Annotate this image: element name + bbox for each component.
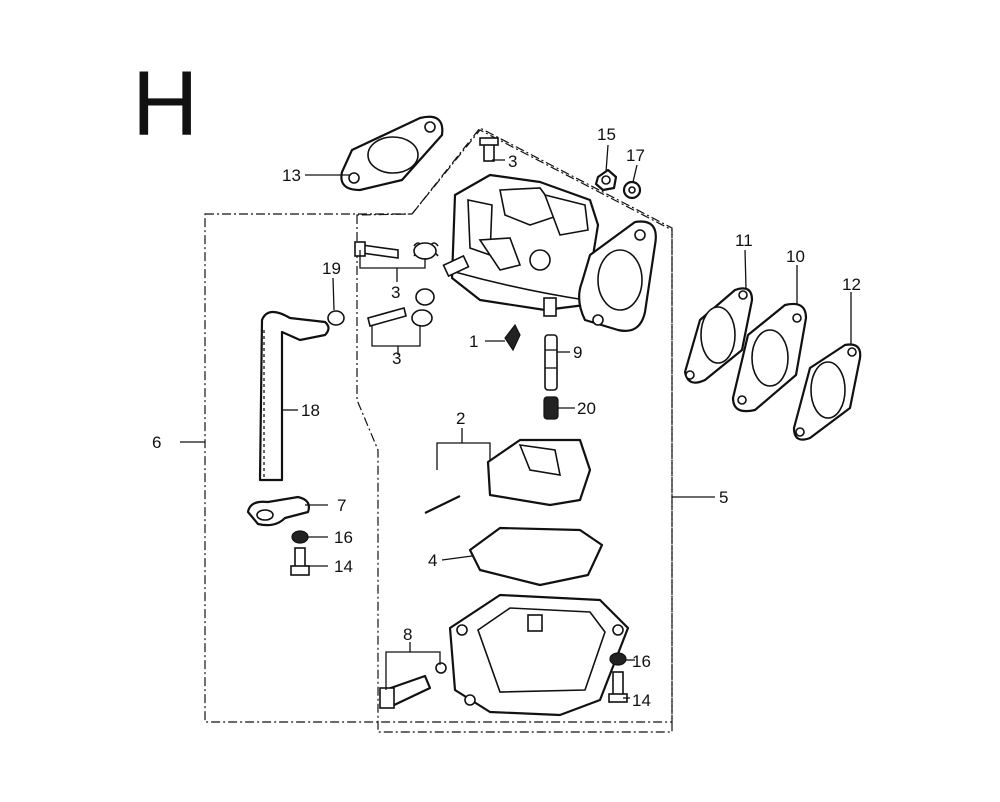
gasket-11 [683, 287, 754, 384]
callout-13: 13 [282, 166, 301, 185]
drain-screw-8 [379, 662, 447, 709]
carburetor-flange [578, 220, 657, 332]
nut-15 [594, 168, 618, 192]
carburetor-body [442, 173, 600, 317]
pilot-screw-set-lower [367, 288, 435, 327]
float-2 [424, 438, 592, 514]
callout-10: 10 [786, 247, 805, 266]
spring-20 [543, 396, 559, 420]
callout-7: 7 [337, 496, 346, 515]
assembly-boundary-outer [204, 127, 673, 723]
callout-17: 17 [626, 146, 645, 165]
callout-2: 2 [456, 409, 465, 428]
float-chamber [448, 593, 630, 717]
screw-3-top [479, 137, 499, 162]
callout-20: 20 [577, 399, 596, 418]
clamp-19 [327, 310, 345, 326]
callout-5: 5 [719, 488, 728, 507]
washer-17 [622, 180, 642, 200]
washer-16-right [609, 652, 627, 666]
pilot-screw-set-upper [354, 241, 439, 260]
callout-15: 15 [597, 125, 616, 144]
bracket-7 [246, 495, 310, 527]
assembly-boundary-inner [356, 129, 673, 733]
callout-12: 12 [842, 275, 861, 294]
leader-lines [180, 144, 852, 699]
section-letter: H [132, 53, 198, 155]
callout-3-middle: 3 [391, 283, 400, 302]
callout-9: 9 [573, 343, 582, 362]
gasket-12 [792, 343, 862, 441]
callout-1: 1 [469, 332, 478, 351]
callout-14-right: 14 [632, 691, 651, 710]
callout-4: 4 [428, 551, 437, 570]
callout-14-left: 14 [334, 557, 353, 576]
bolt-14-left [290, 547, 310, 576]
callout-18: 18 [301, 401, 320, 420]
insulator-10 [731, 302, 808, 413]
callout-3-top: 3 [508, 152, 517, 171]
callout-16-left: 16 [334, 528, 353, 547]
callout-3-lower: 3 [392, 349, 401, 368]
fuel-tube-18 [258, 310, 330, 482]
callout-19: 19 [322, 259, 341, 278]
gasket-13 [340, 115, 444, 192]
float-bowl-gasket-4 [468, 526, 604, 587]
callout-6: 6 [152, 433, 161, 452]
callout-8: 8 [403, 625, 412, 644]
washer-16-left [291, 530, 309, 544]
callout-11: 11 [735, 231, 753, 250]
clip-1 [504, 323, 521, 352]
callout-16-right: 16 [632, 652, 651, 671]
needle-jet-9 [544, 334, 558, 391]
